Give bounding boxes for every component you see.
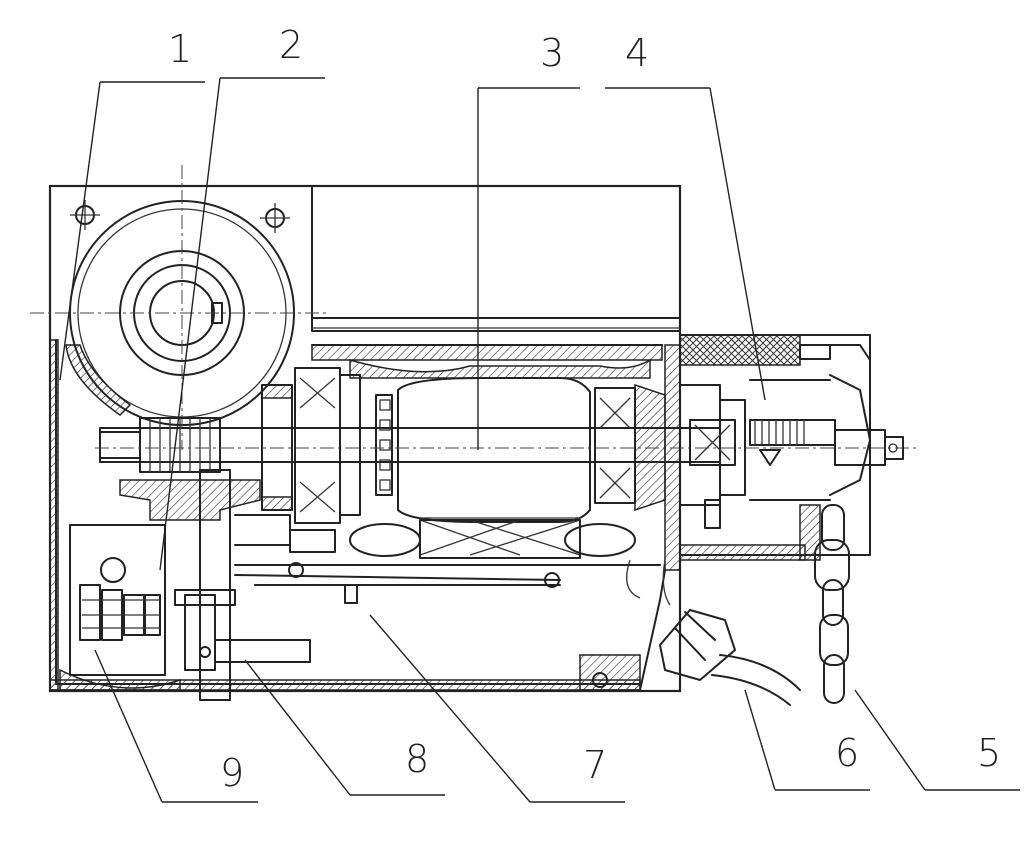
brake-disc-assembly [679, 384, 746, 529]
stop-pin [344, 584, 358, 604]
callout-1: 1 [168, 27, 192, 71]
callout-6: 6 [835, 731, 859, 775]
cable-gland [659, 609, 736, 681]
bearing-left [261, 367, 361, 524]
bearing-right [594, 383, 666, 512]
hand-chain [814, 504, 850, 704]
brake-spring [749, 419, 836, 466]
linkage-rod [234, 514, 661, 588]
brake-housing [679, 334, 871, 561]
commutator [375, 394, 393, 496]
leader-lines [59, 77, 1020, 803]
callout-5: 5 [977, 731, 1001, 775]
callout-2: 2 [279, 23, 303, 67]
output-pin [749, 374, 904, 501]
motor-housing-section [311, 344, 681, 571]
motor-armature [349, 377, 636, 559]
bracket-lever [174, 589, 311, 671]
callout-3: 3 [540, 31, 564, 75]
mounting-bolt-hole-left [70, 200, 100, 230]
callout-7: 7 [583, 743, 607, 787]
motor-top-cover [311, 185, 681, 332]
worm-gear-support [119, 469, 261, 701]
limit-switch-assembly [59, 524, 181, 691]
mounting-bolt-hole-right [260, 203, 290, 233]
callout-8: 8 [405, 737, 429, 781]
gearbox-housing [48, 184, 682, 693]
power-cable [626, 559, 801, 706]
callout-9: 9 [220, 751, 244, 795]
callout-4: 4 [625, 31, 649, 75]
